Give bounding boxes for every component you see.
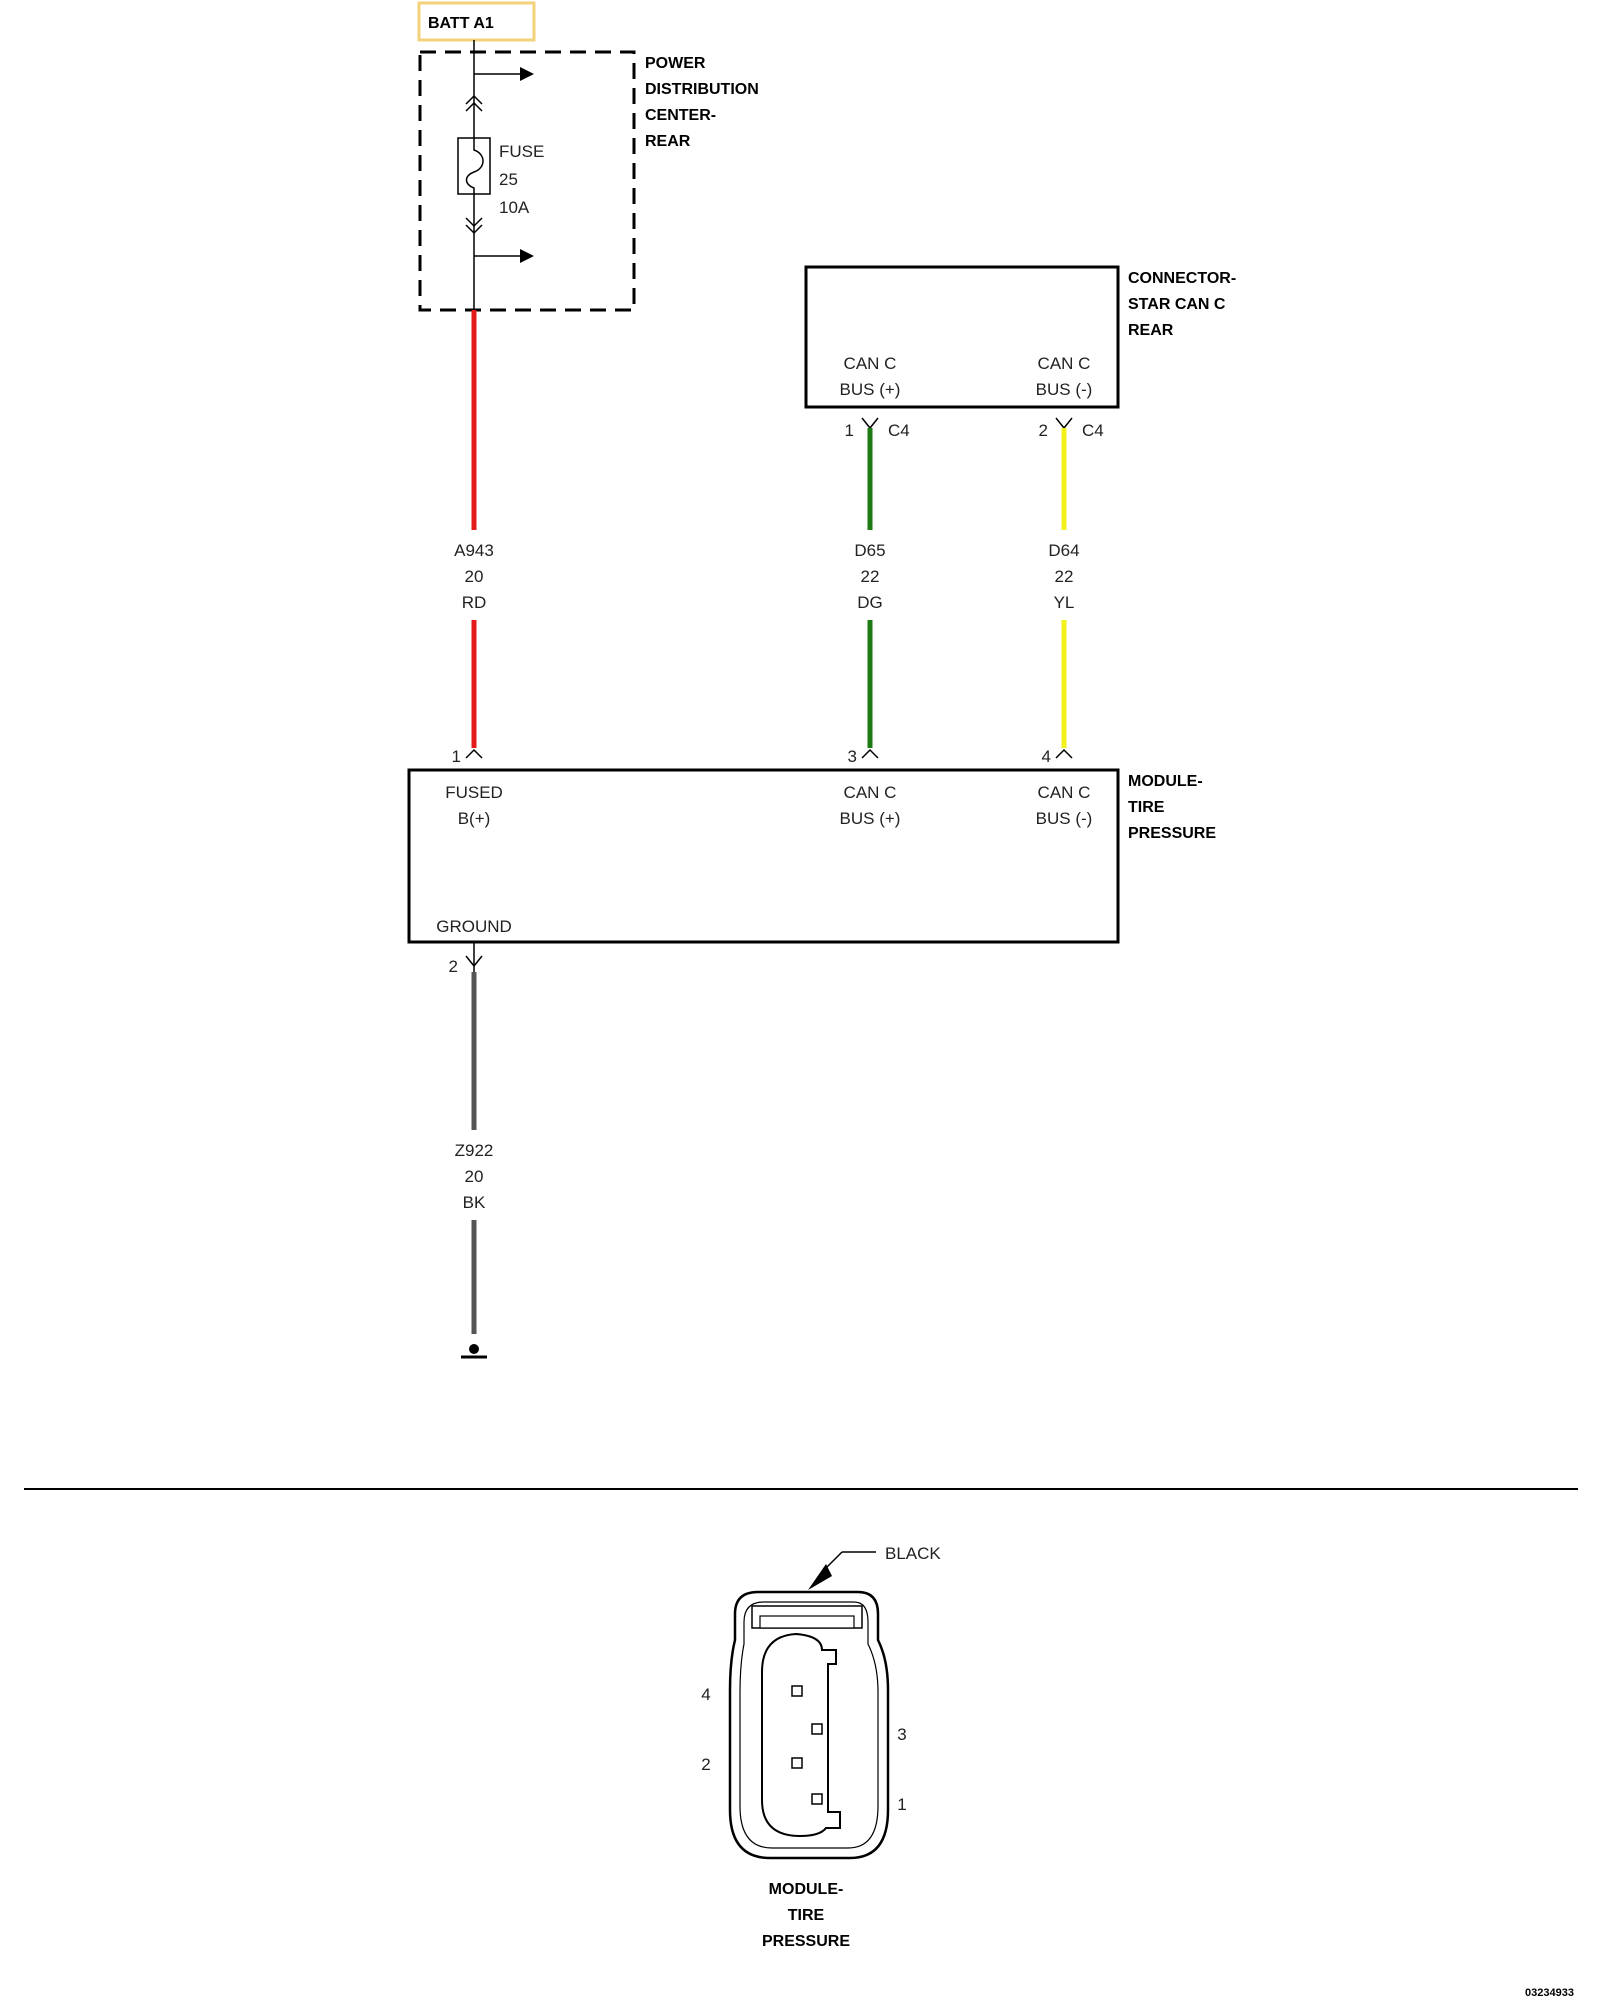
wire-a943-color: RD bbox=[462, 593, 487, 612]
star-pin2-connector: C4 bbox=[1082, 421, 1104, 440]
pdc-name-1: POWER bbox=[645, 55, 706, 72]
star-pin2-number: 2 bbox=[1039, 421, 1048, 440]
connector-color-label: BLACK bbox=[885, 1544, 941, 1563]
wire-a943-gauge: 20 bbox=[465, 567, 484, 586]
fuse-label-2: 25 bbox=[499, 170, 518, 189]
connector-view-name-3: PRESSURE bbox=[762, 1933, 850, 1950]
connector-star-name-3: REAR bbox=[1128, 322, 1174, 339]
pdc-name-4: REAR bbox=[645, 133, 691, 150]
connector-star-box bbox=[804, 265, 1120, 409]
connector-view-pin3-number: 3 bbox=[897, 1725, 906, 1744]
batt-label: BATT A1 bbox=[428, 15, 494, 32]
star-pin2-terminal bbox=[1055, 417, 1073, 430]
star-pin1-label-1: CAN C bbox=[844, 354, 897, 373]
connector-color-arrow-icon bbox=[808, 1564, 832, 1590]
module-name-3: PRESSURE bbox=[1128, 825, 1216, 842]
module-pin2-number: 2 bbox=[449, 957, 458, 976]
module-pin3-label-2: BUS (+) bbox=[840, 809, 901, 828]
connector-lock-slot bbox=[759, 1615, 855, 1629]
module-pin3-label-1: CAN C bbox=[844, 783, 897, 802]
connector-pin2-cavity bbox=[791, 1757, 803, 1769]
pdc-dashed-box bbox=[418, 50, 636, 312]
connector-pin1-cavity bbox=[811, 1793, 823, 1805]
fuse-terminal-bottom-chevron-1 bbox=[465, 217, 483, 228]
module-pin4-label-2: BUS (-) bbox=[1036, 809, 1093, 828]
module-pin3-number: 3 bbox=[848, 747, 857, 766]
module-pin4-number: 4 bbox=[1042, 747, 1051, 766]
fuse-terminal-top-chevron-1 bbox=[465, 94, 483, 105]
connector-pin3-cavity bbox=[811, 1723, 823, 1735]
module-pin2-label: GROUND bbox=[436, 917, 512, 936]
connector-star-name-2: STAR CAN C bbox=[1128, 296, 1226, 313]
star-pin1-connector: C4 bbox=[888, 421, 910, 440]
star-pin1-terminal bbox=[861, 417, 879, 430]
module-pin1-label-1: FUSED bbox=[445, 783, 503, 802]
wire-d64-color: YL bbox=[1054, 593, 1075, 612]
fuse-element-icon bbox=[465, 138, 484, 194]
fuse-label-1: FUSE bbox=[499, 142, 544, 161]
module-pin1-number: 1 bbox=[452, 747, 461, 766]
star-pin1-label-2: BUS (+) bbox=[840, 380, 901, 399]
pdc-name-2: DISTRIBUTION bbox=[645, 81, 759, 98]
fuse-label-3: 10A bbox=[499, 198, 530, 217]
wire-z922-id: Z922 bbox=[455, 1141, 494, 1160]
wire-d64-gauge: 22 bbox=[1055, 567, 1074, 586]
connector-view-name-1: MODULE- bbox=[769, 1881, 844, 1898]
module-name-2: TIRE bbox=[1128, 799, 1165, 816]
connector-view-pin1-number: 1 bbox=[897, 1795, 906, 1814]
module-name-1: MODULE- bbox=[1128, 773, 1203, 790]
module-pin1-label-2: B(+) bbox=[458, 809, 491, 828]
connector-view-name-2: TIRE bbox=[788, 1907, 825, 1924]
module-pin4-label-1: CAN C bbox=[1038, 783, 1091, 802]
wire-d65-gauge: 22 bbox=[861, 567, 880, 586]
wire-z922-color: BK bbox=[463, 1193, 486, 1212]
connector-view-pin4-number: 4 bbox=[701, 1685, 710, 1704]
bus-arrow-top-head bbox=[520, 67, 534, 81]
fuse-terminal-bottom-chevron-2 bbox=[465, 224, 483, 235]
wire-d65-color: DG bbox=[857, 593, 883, 612]
connector-housing-inner bbox=[739, 1601, 879, 1849]
connector-star-name-1: CONNECTOR- bbox=[1128, 270, 1236, 287]
module-pin3-terminal bbox=[861, 748, 879, 759]
bus-arrow-bottom-head bbox=[520, 249, 534, 263]
connector-cavity bbox=[761, 1632, 841, 1838]
wire-z922-gauge: 20 bbox=[465, 1167, 484, 1186]
fuse-terminal-top-chevron-2 bbox=[465, 101, 483, 112]
module-box bbox=[407, 768, 1120, 944]
connector-view-pin2-number: 2 bbox=[701, 1755, 710, 1774]
pdc-name-3: CENTER- bbox=[645, 107, 716, 124]
wire-d64-id: D64 bbox=[1048, 541, 1079, 560]
module-pin4-terminal bbox=[1055, 748, 1073, 759]
star-pin2-label-2: BUS (-) bbox=[1036, 380, 1093, 399]
wire-d65-id: D65 bbox=[854, 541, 885, 560]
star-pin2-label-1: CAN C bbox=[1038, 354, 1091, 373]
ground-icon-dot bbox=[469, 1344, 479, 1354]
connector-pin4-cavity bbox=[791, 1685, 803, 1697]
drawing-id: 03234933 bbox=[1525, 1987, 1574, 1999]
module-pin1-terminal bbox=[465, 748, 483, 759]
star-pin1-number: 1 bbox=[845, 421, 854, 440]
wire-a943-id: A943 bbox=[454, 541, 494, 560]
batt-label-box bbox=[417, 1, 536, 42]
